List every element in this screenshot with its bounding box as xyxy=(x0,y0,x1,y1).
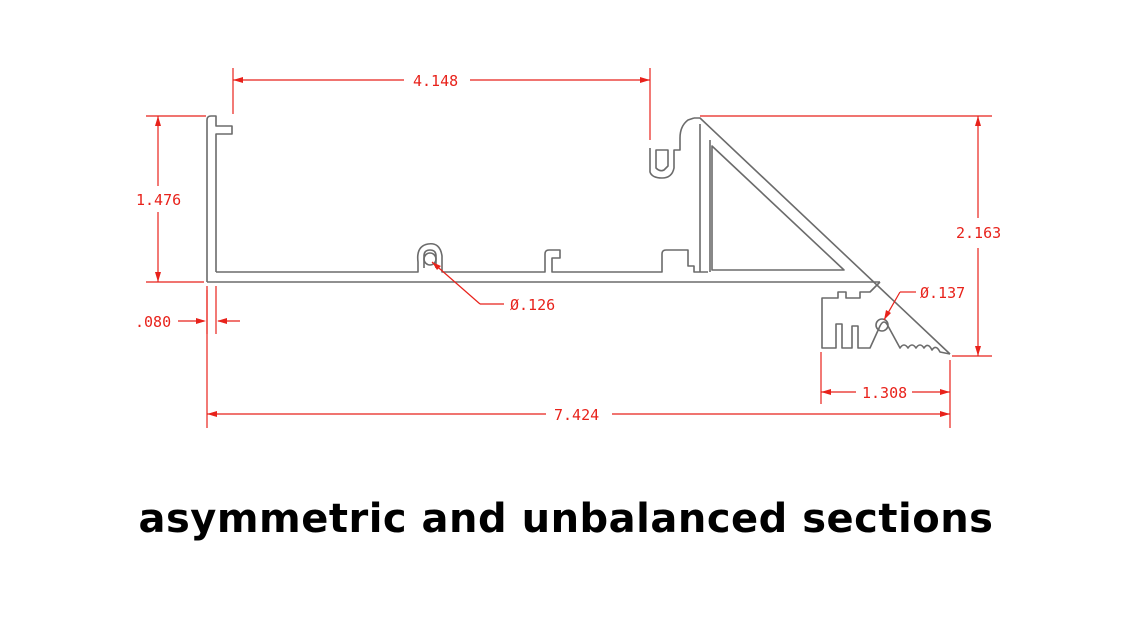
aluminum-profile-outline xyxy=(206,115,951,355)
inner-web xyxy=(699,124,711,272)
dim-left-height: 1.476 xyxy=(136,191,181,209)
base-top-edge xyxy=(216,242,708,273)
caption-title: asymmetric and unbalanced sections xyxy=(138,496,994,542)
hypotenuse-outer xyxy=(694,117,951,355)
dim-top-width: 4.148 xyxy=(413,72,458,90)
dim-wall-thickness: .080 xyxy=(135,313,171,331)
left-wall xyxy=(206,115,233,282)
left-hole-boss xyxy=(423,249,437,268)
left-hole-circle xyxy=(423,252,437,266)
dim-overall-width: 7.424 xyxy=(554,406,599,424)
triangle-inner xyxy=(711,145,845,271)
dim-right-hole-diameter: Ø.137 xyxy=(920,284,965,302)
dim-bottom-right-width: 1.308 xyxy=(862,384,907,402)
top-hook xyxy=(649,117,695,179)
extrusion-profile-drawing: 4.148 1.476 2.163 .080 Ø.126 Ø xyxy=(135,68,1001,428)
right-hole-circle xyxy=(875,318,889,332)
dim-left-hole-diameter: Ø.126 xyxy=(510,296,555,314)
dim-right-height: 2.163 xyxy=(956,224,1001,242)
lower-foot xyxy=(821,281,951,355)
dimension-annotations: 4.148 1.476 2.163 .080 Ø.126 Ø xyxy=(135,68,1001,428)
